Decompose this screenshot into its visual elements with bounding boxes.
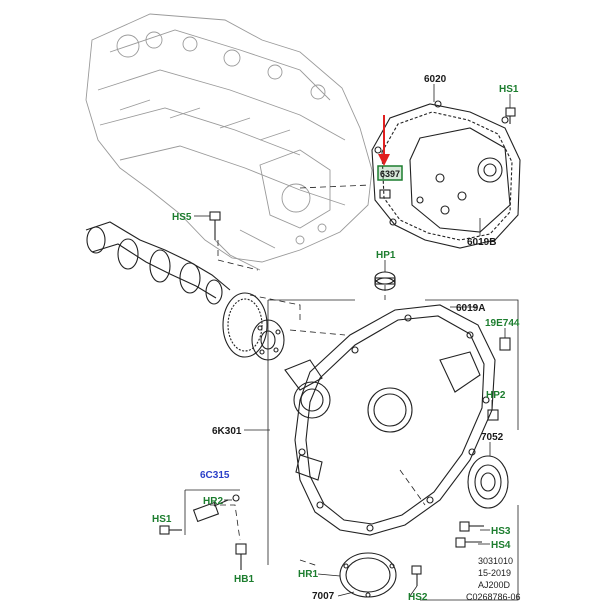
label-hr2: HR2 (203, 496, 223, 507)
label-hs4: HS4 (491, 540, 511, 551)
label-hr1: HR1 (298, 569, 318, 580)
label-7052: 7052 (481, 432, 504, 443)
bolt-hs1-left (159, 525, 182, 535)
highlight-box (377, 165, 403, 181)
label-6397-bg (378, 166, 402, 180)
label-hp2: HP2 (486, 390, 506, 401)
label-hs1-top: HS1 (499, 84, 519, 95)
label-6k301: 6K301 (212, 426, 242, 437)
label-6c315: 6C315 (200, 470, 230, 481)
bolt-hs3 (459, 521, 484, 532)
label-6020: 6020 (424, 74, 447, 85)
crankshaft (85, 221, 231, 305)
plug-hp1 (374, 260, 396, 291)
red-arrow (378, 115, 390, 166)
label-hs5: HS5 (172, 212, 192, 223)
label-hs1-left: HS1 (152, 514, 172, 525)
group-bracket (267, 299, 519, 601)
bolt-hs4 (455, 537, 482, 548)
bolt-hb1 (235, 543, 247, 570)
flywheel-gear (222, 292, 285, 361)
plug-hp2 (487, 400, 499, 421)
footer-line-3: AJ200D (478, 580, 511, 590)
seal-7052 (467, 442, 509, 509)
cover-7007 (339, 552, 397, 598)
label-hb1: HB1 (234, 574, 254, 585)
seal-6397-part (379, 189, 391, 199)
label-hs3: HS3 (491, 526, 511, 537)
label-19e744: 19E744 (485, 318, 520, 329)
bolt-hs1-top (505, 94, 516, 124)
label-6397: 6397 (380, 169, 400, 179)
label-hs2: HS2 (408, 592, 428, 603)
label-hp1: HP1 (376, 250, 396, 261)
leader-lines (244, 84, 490, 597)
label-6019b: 6019B (467, 237, 496, 248)
sensor-6c315 (184, 489, 240, 535)
footer-line-4: C0268786-06 (466, 592, 521, 602)
engine-block-ghost (85, 13, 373, 271)
label-6019a: 6019A (456, 303, 485, 314)
stud-19e744 (499, 328, 511, 351)
footer-line-2: 15-2019 (478, 568, 511, 578)
bolt-hs2 (411, 565, 422, 586)
bolt-hs5 (194, 211, 221, 240)
footer-line-1: 3031010 (478, 556, 513, 566)
label-7007: 7007 (312, 591, 335, 602)
alignment-lines (210, 184, 426, 567)
flywheel-housing-6k301 (284, 304, 496, 536)
